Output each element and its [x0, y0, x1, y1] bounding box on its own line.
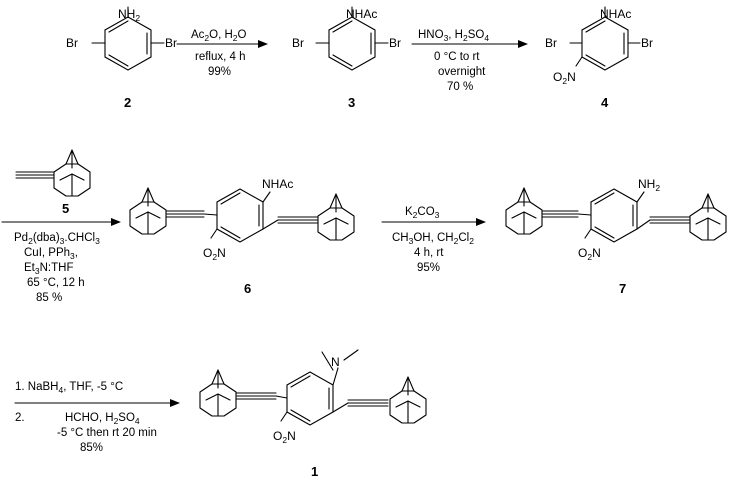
bromo-label: Br: [389, 36, 401, 50]
compound-3: NHAc Br Br 3: [292, 6, 401, 110]
nitro-label: O2N: [203, 246, 226, 262]
compound-number: 5: [62, 201, 69, 216]
compound-number: 4: [601, 95, 609, 110]
condition-text: 4 h, rt: [414, 247, 444, 259]
svg-text:1. NaBH4, THF, -5 °C: 1. NaBH4, THF, -5 °C: [15, 381, 123, 395]
dimethylamino-label: N: [331, 355, 340, 369]
condition-text: 65 °C, 12 h: [27, 277, 85, 289]
svg-text:Et3N:THF: Et3N:THF: [24, 262, 73, 276]
reaction-arrow-4: K2CO3 CH3OH, CH2Cl2 4 h, rt 95%: [381, 206, 486, 274]
svg-text:CH3OH, CH2Cl2: CH3OH, CH2Cl2: [392, 232, 474, 246]
reaction-arrow-2: HNO3, H2SO4 0 °C to rt overnight 70 %: [411, 29, 528, 93]
compound-6: NHAc O2N 6: [129, 177, 355, 296]
compound-2: NH2 Br Br 2: [66, 6, 177, 110]
compound-1: N O2N 1: [199, 349, 427, 479]
nh2-label: NH2: [638, 177, 660, 193]
svg-text:NH2: NH2: [118, 7, 140, 23]
bromo-label: Br: [66, 36, 78, 50]
svg-text:HNO3, H2SO4: HNO3, H2SO4: [418, 29, 489, 43]
yield-text: 99%: [208, 66, 231, 78]
svg-text:Pd2(dba)3.CHCl3: Pd2(dba)3.CHCl3: [14, 232, 100, 246]
nitro-label: O2N: [578, 246, 601, 262]
bromo-label: Br: [165, 36, 177, 50]
compound-4: NHAc Br Br O2N 4: [545, 6, 653, 110]
svg-text:2.: 2.: [15, 412, 25, 424]
yield-text: 85 %: [36, 292, 62, 304]
svg-text:K2CO3: K2CO3: [405, 206, 440, 220]
nhac-label: NHAc: [600, 7, 631, 21]
bromo-label: Br: [545, 36, 557, 50]
compound-5: 5: [15, 149, 91, 216]
condition-text: 0 °C to rt: [434, 51, 480, 63]
svg-text:CuI, PPh3,: CuI, PPh3,: [24, 247, 78, 261]
yield-text: 85%: [80, 442, 103, 454]
reaction-arrow-3: Pd2(dba)3.CHCl3 CuI, PPh3, Et3N:THF 65 °…: [1, 218, 121, 304]
bromo-label: Br: [292, 36, 304, 50]
compound-7: NH2 O2N 7: [505, 177, 727, 296]
condition-text: overnight: [438, 66, 486, 78]
nhac-label: NHAc: [262, 177, 293, 191]
compound-number: 3: [348, 95, 355, 110]
condition-text: reflux, 4 h: [195, 51, 246, 63]
compound-number: 7: [619, 281, 626, 296]
nhac-label: NHAc: [346, 7, 377, 21]
yield-text: 70 %: [447, 81, 473, 93]
yield-text: 95%: [417, 262, 440, 274]
bromo-label: Br: [641, 36, 653, 50]
svg-text:HCHO, H2SO4: HCHO, H2SO4: [65, 412, 140, 426]
reaction-arrow-1: Ac2O, H2O reflux, 4 h 99%: [176, 29, 268, 78]
compound-number: 2: [124, 95, 131, 110]
condition-text: -5 °C then rt 20 min: [57, 427, 157, 439]
nitro-label: O2N: [273, 429, 296, 445]
compound-number: 6: [244, 281, 251, 296]
svg-text:Ac2O, H2O: Ac2O, H2O: [191, 29, 247, 43]
nitro-label: O2N: [553, 70, 576, 86]
reaction-arrow-5: 1. NaBH4, THF, -5 °C 2. HCHO, H2SO4 -5 °…: [14, 381, 180, 454]
compound-number: 1: [311, 464, 318, 479]
nh2-label: NH: [118, 7, 135, 21]
